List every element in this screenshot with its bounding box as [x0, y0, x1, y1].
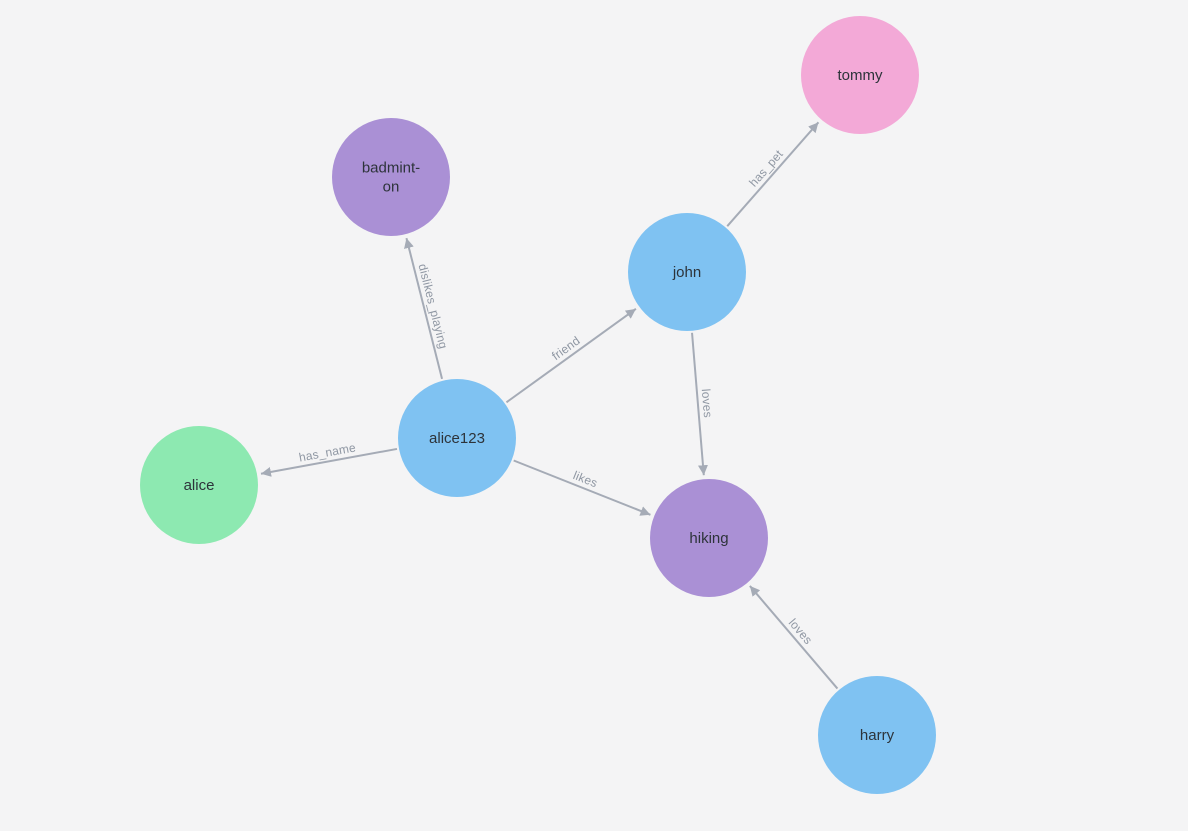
edge-line — [404, 237, 444, 380]
node-label: alice123 — [429, 430, 485, 447]
node-circle — [332, 118, 450, 236]
edge-harry-hiking[interactable]: loves — [749, 585, 839, 690]
node-label: harry — [860, 727, 895, 744]
edge-alice123-john[interactable]: friend — [505, 308, 637, 404]
node-circle — [818, 676, 936, 794]
edge-john-tommy[interactable]: has_pet — [726, 121, 820, 227]
node-alice123[interactable]: alice123 — [398, 379, 516, 497]
node-label: john — [672, 264, 701, 281]
edge-line — [260, 447, 398, 477]
node-tommy[interactable]: tommy — [801, 16, 919, 134]
edge-label: likes — [571, 468, 599, 490]
edge-alice123-hiking[interactable]: likes — [513, 459, 651, 516]
edge-label: dislikes_playing — [415, 262, 450, 350]
node-harry[interactable]: harry — [818, 676, 936, 794]
edge-line — [749, 585, 839, 690]
node-label: hiking — [689, 530, 728, 547]
edge-john-hiking[interactable]: loves — [691, 332, 715, 476]
node-circle — [140, 426, 258, 544]
node-hiking[interactable]: hiking — [650, 479, 768, 597]
node-alice[interactable]: alice — [140, 426, 258, 544]
node-badminton[interactable]: badmint-on — [332, 118, 450, 236]
node-label: badmint-on — [362, 160, 420, 196]
edge-alice123-badminton[interactable]: dislikes_playing — [404, 237, 450, 380]
edge-line — [505, 308, 637, 404]
edge-line — [691, 332, 708, 476]
node-john[interactable]: john — [628, 213, 746, 331]
edge-line — [726, 121, 820, 227]
edge-label: loves — [699, 388, 715, 418]
node-circle — [650, 479, 768, 597]
edge-label: loves — [786, 616, 815, 647]
node-circle — [801, 16, 919, 134]
edge-alice123-alice[interactable]: has_name — [260, 440, 398, 477]
edge-line — [513, 459, 651, 516]
node-circle — [398, 379, 516, 497]
node-label: alice — [184, 477, 215, 494]
node-circle — [628, 213, 746, 331]
node-label: tommy — [838, 67, 884, 84]
